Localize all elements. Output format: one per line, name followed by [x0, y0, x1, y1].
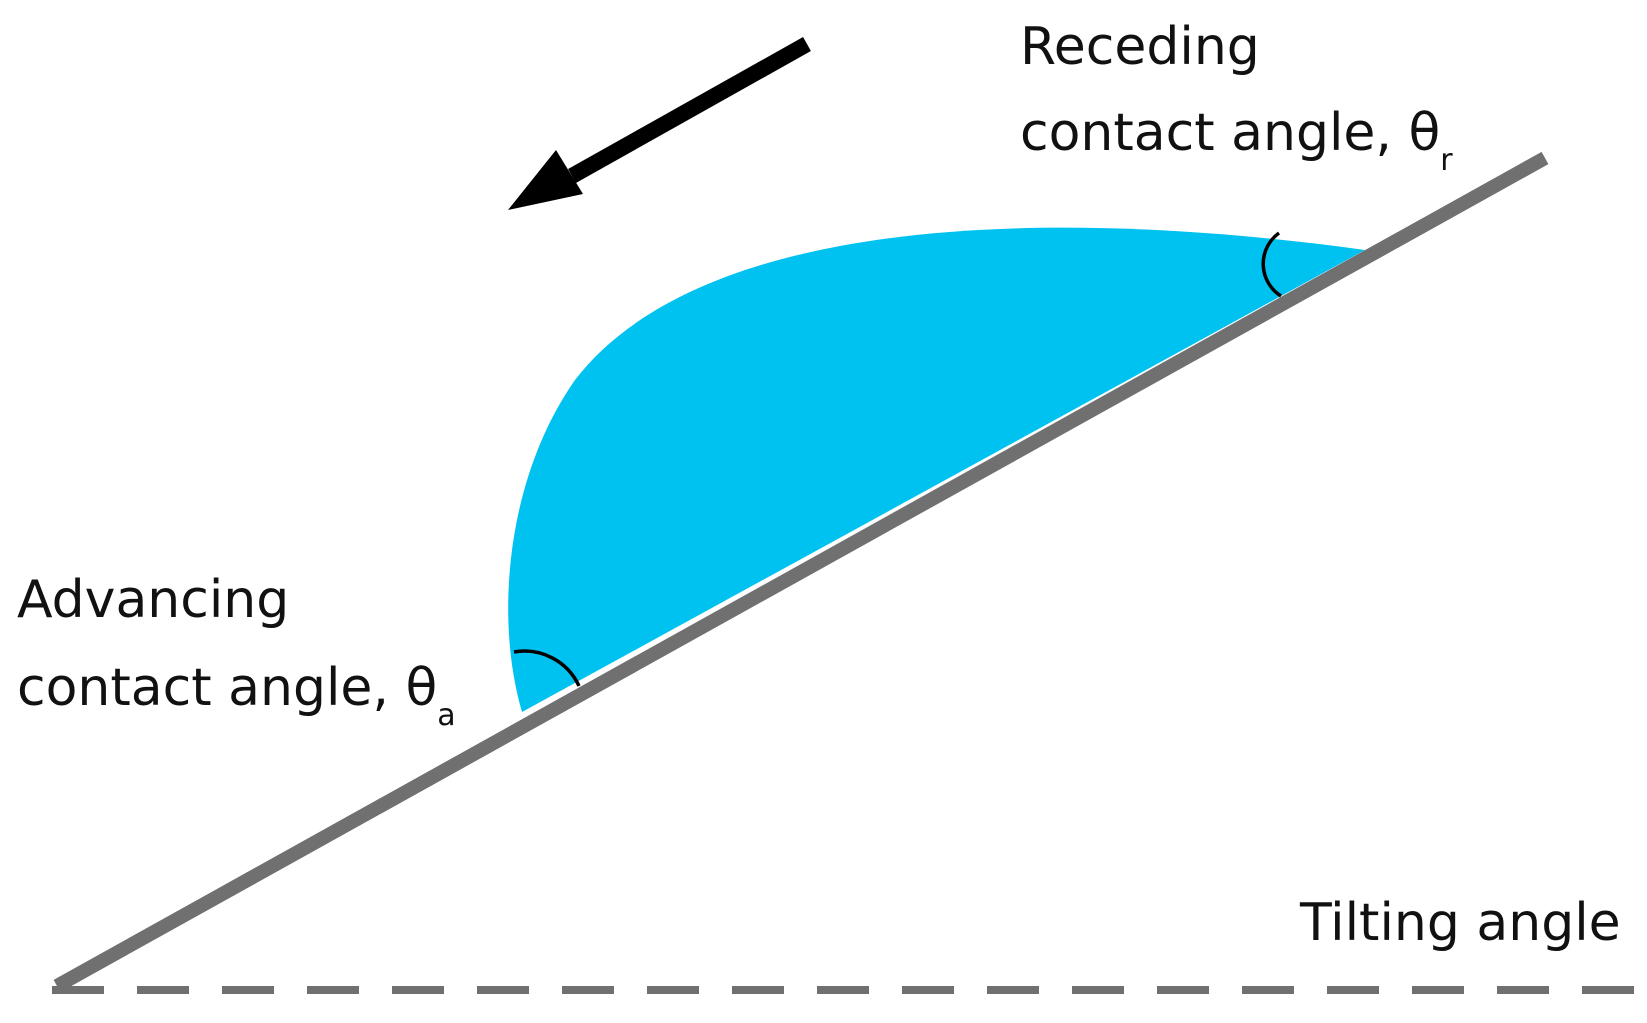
receding-label-line1: Receding: [1020, 17, 1260, 77]
receding-label-line2: contact angle, θr: [1020, 103, 1453, 178]
tilted-surface: [53, 151, 1549, 993]
tilting-angle-label: Tilting angle: [1299, 893, 1621, 953]
water-droplet: [508, 227, 1366, 712]
advancing-angle-arc: [513, 649, 581, 687]
advancing-label-line1: Advancing: [17, 570, 289, 630]
advancing-label-line2: contact angle, θa: [17, 658, 456, 733]
receding-subscript: r: [1440, 143, 1453, 178]
motion-arrow-icon: [508, 37, 811, 210]
advancing-theta-symbol: θ: [405, 658, 437, 718]
advancing-subscript: a: [437, 698, 455, 733]
receding-theta-symbol: θ: [1408, 103, 1440, 163]
receding-angle-arc: [1261, 231, 1282, 298]
